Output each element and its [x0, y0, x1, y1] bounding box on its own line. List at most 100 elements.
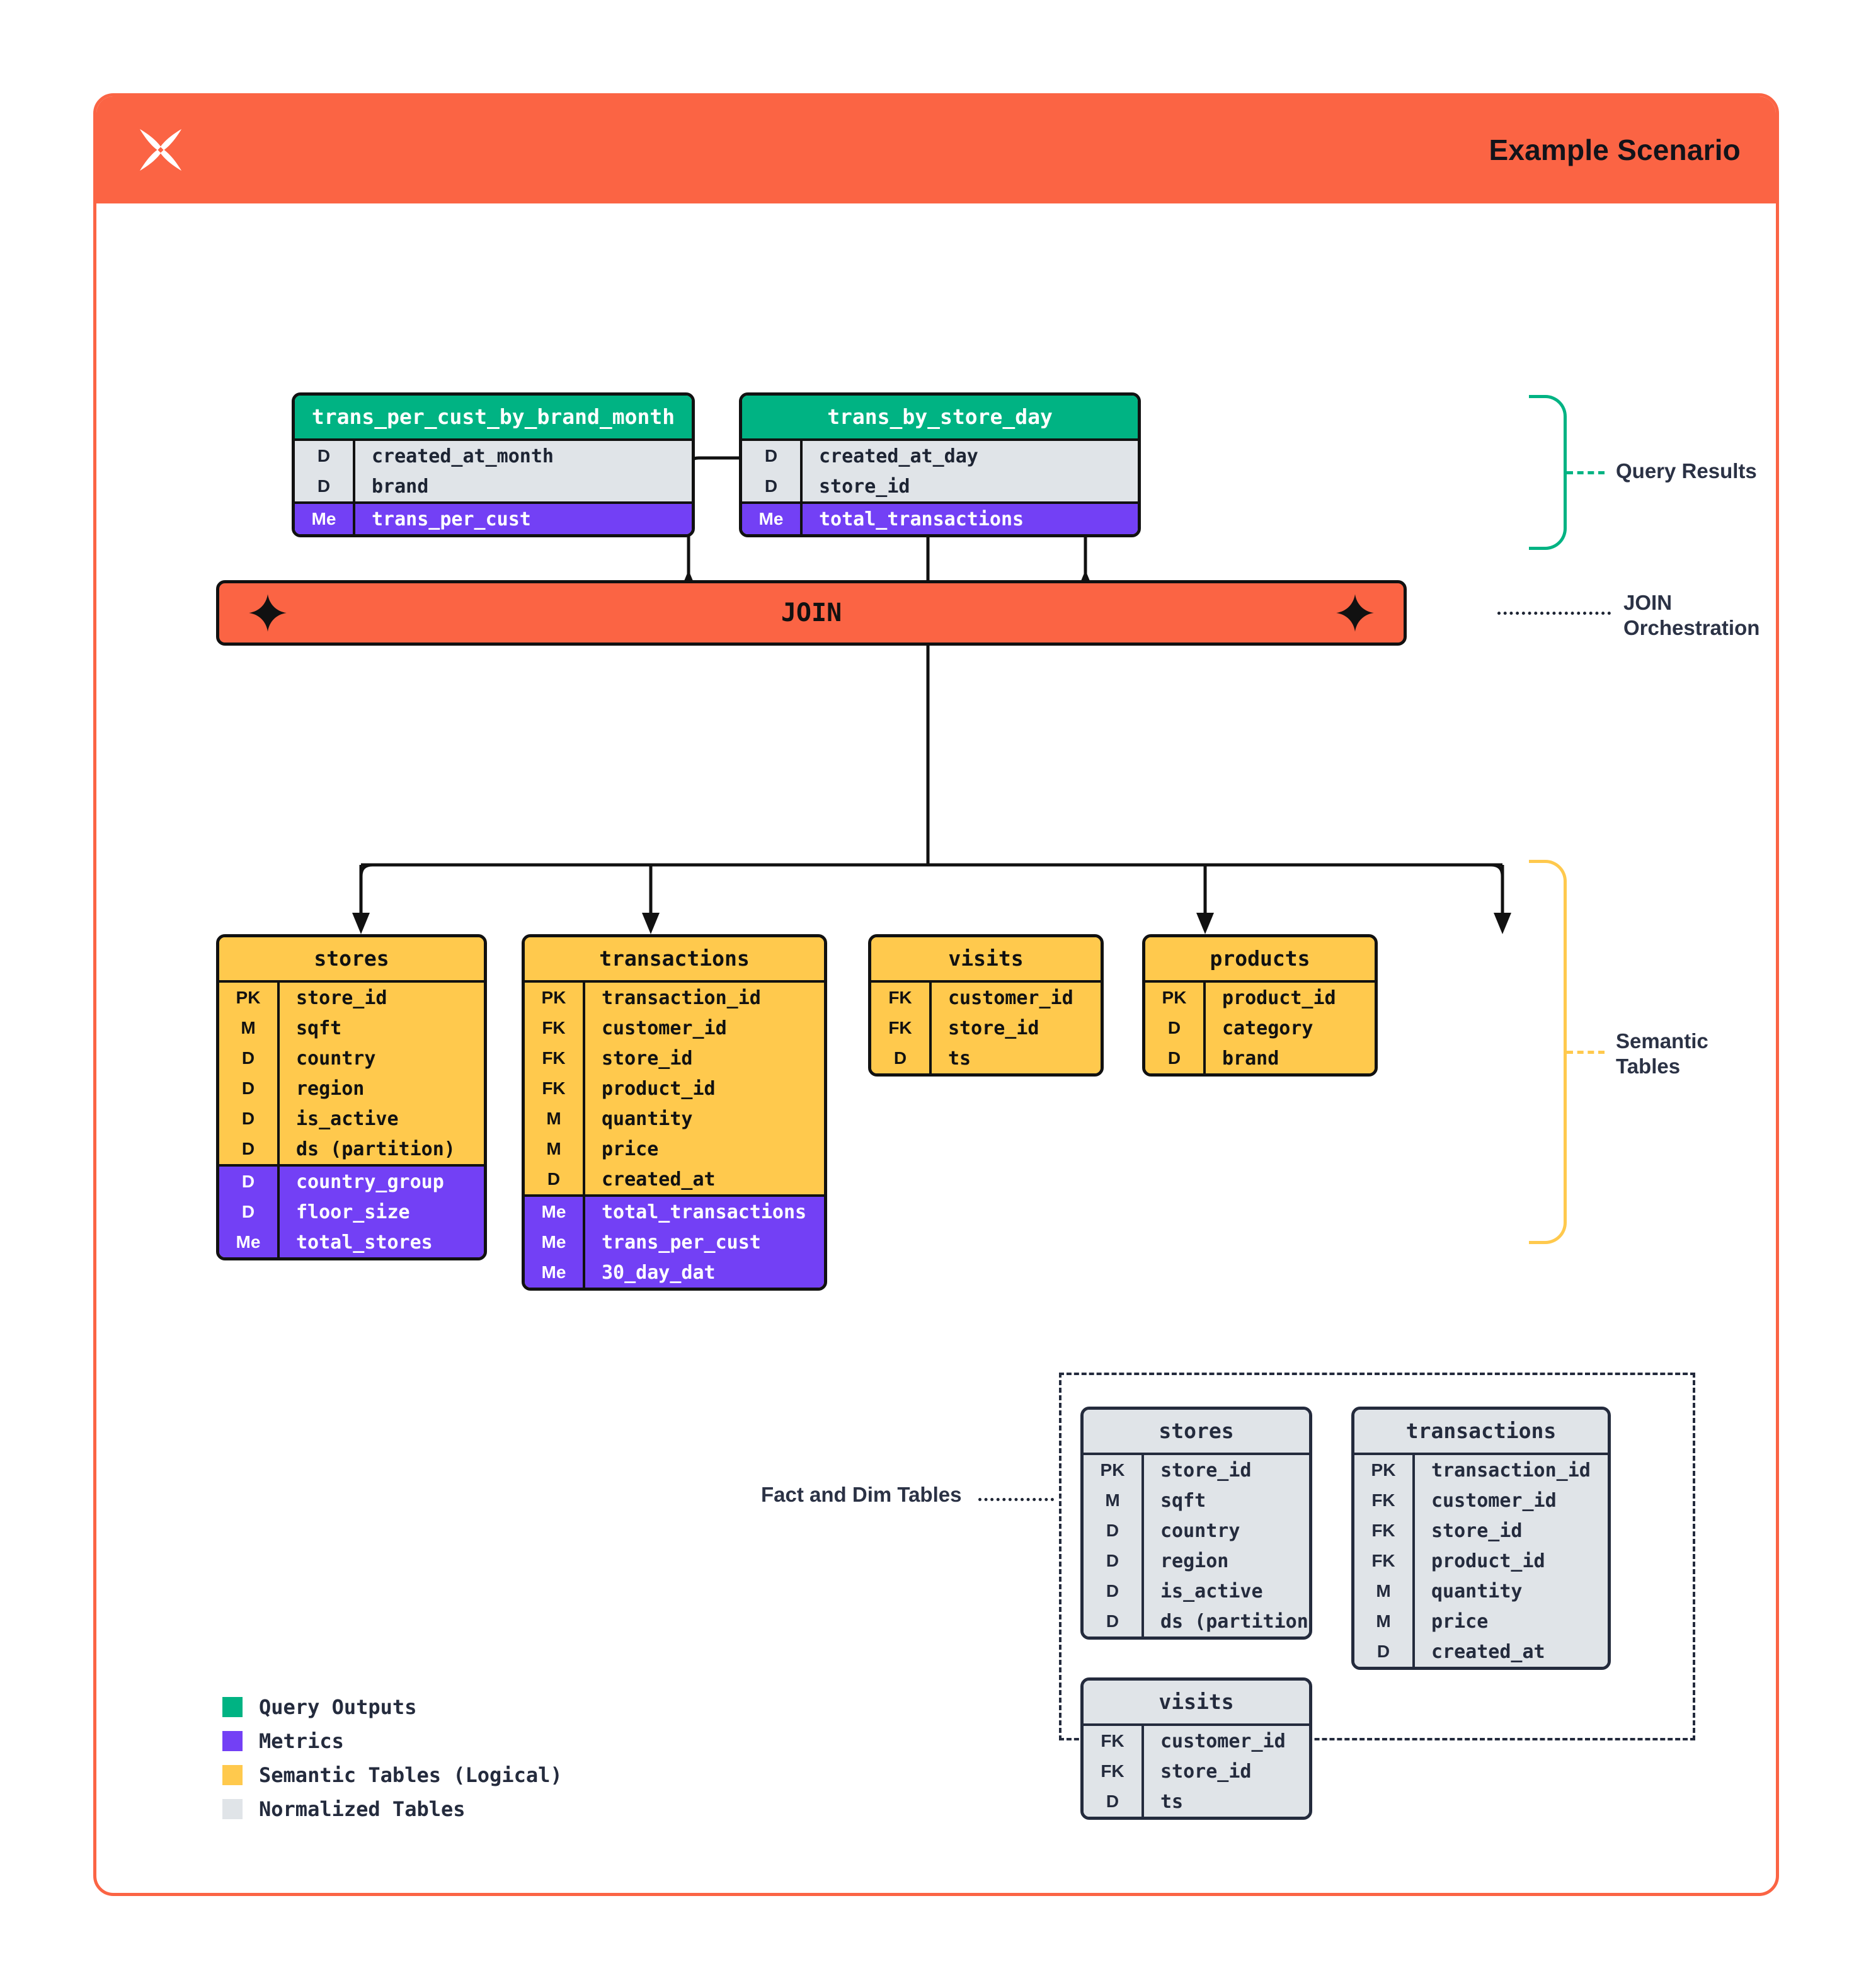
row-key: FK	[1101, 1731, 1124, 1751]
diagram-canvas: trans_per_cust_by_brand_month D created_…	[96, 203, 1776, 1893]
legend-item: Metrics	[222, 1724, 563, 1758]
column-divider	[1412, 1606, 1415, 1637]
column-divider	[1412, 1455, 1415, 1486]
table-title: stores	[219, 937, 484, 981]
row-key: FK	[542, 1078, 566, 1099]
row-key: D	[241, 1109, 255, 1129]
row-value: store_id	[602, 1047, 693, 1070]
column-divider	[583, 1197, 585, 1228]
row-key: PK	[1162, 988, 1187, 1008]
row-key: PK	[1100, 1460, 1125, 1480]
column-divider	[1412, 1546, 1415, 1577]
column-divider	[929, 1013, 932, 1044]
row-value: transaction_id	[1431, 1459, 1591, 1482]
table-row: Me total_stores	[219, 1227, 484, 1258]
row-key: D	[1106, 1581, 1119, 1601]
row-key: Me	[236, 1232, 261, 1252]
table-row: D store_id	[742, 471, 1138, 502]
legend-item: Normalized Tables	[222, 1792, 563, 1826]
table-title: visits	[871, 937, 1101, 981]
column-divider	[583, 1134, 585, 1165]
column-divider	[583, 983, 585, 1014]
column-divider	[583, 1104, 585, 1134]
row-value: store_id	[1431, 1519, 1523, 1542]
column-divider	[583, 1257, 585, 1288]
column-divider	[277, 1043, 280, 1074]
column-divider	[1412, 1485, 1415, 1516]
row-key: D	[317, 446, 331, 466]
row-value: brand	[372, 475, 429, 498]
legend-swatch-query-outputs	[222, 1697, 243, 1717]
semantic-tables-bracket	[1529, 860, 1567, 1244]
row-value: quantity	[1431, 1580, 1523, 1602]
semantic-tables-annotation: Semantic Tables	[1616, 1029, 1708, 1080]
legend-item: Semantic Tables (Logical)	[222, 1758, 563, 1792]
table-row: Me trans_per_cust	[295, 504, 692, 535]
table-title: trans_per_cust_by_brand_month	[295, 396, 692, 439]
metric-group: Me trans_per_cust	[295, 501, 692, 535]
semantic-annotation-line2: Tables	[1616, 1054, 1681, 1078]
row-value: store_id	[819, 475, 910, 498]
column-divider	[1412, 1576, 1415, 1607]
table-row: D created_at_day	[742, 441, 1138, 472]
column-divider	[1141, 1485, 1144, 1516]
row-key: FK	[1101, 1761, 1124, 1781]
row-value: ds (partition)	[296, 1138, 455, 1160]
row-value: created_at_day	[819, 445, 978, 467]
column-divider	[800, 441, 803, 472]
table-row: D created_at_month	[295, 441, 692, 472]
table-title: trans_by_store_day	[742, 396, 1138, 439]
column-divider	[1141, 1546, 1144, 1577]
row-value: created_at	[1431, 1640, 1545, 1663]
column-divider	[1203, 1013, 1206, 1044]
row-key: D	[547, 1169, 561, 1189]
column-divider	[929, 983, 932, 1014]
query-result-table[interactable]: trans_by_store_day D created_at_day D st…	[739, 392, 1141, 538]
row-value: total_transactions	[819, 508, 1024, 530]
join-annotation-line1: JOIN	[1623, 591, 1673, 614]
legend-label: Query Outputs	[259, 1695, 417, 1719]
row-value: region	[1160, 1550, 1229, 1572]
join-orchestration-bar[interactable]: JOIN	[216, 580, 1407, 646]
row-value: product_id	[602, 1077, 716, 1100]
legend-item: Query Outputs	[222, 1690, 563, 1724]
column-divider	[1141, 1756, 1144, 1787]
row-key: M	[546, 1109, 561, 1129]
sparkle-diamond-icon	[1336, 593, 1375, 632]
column-divider	[277, 1197, 280, 1228]
row-key: FK	[888, 1018, 912, 1038]
row-value: customer_id	[1160, 1730, 1286, 1752]
row-key: D	[241, 1078, 255, 1099]
row-key: FK	[542, 1048, 566, 1068]
row-value: total_stores	[296, 1231, 433, 1254]
row-value: customer_id	[948, 986, 1073, 1009]
legend: Query Outputs Metrics Semantic Tables (L…	[222, 1690, 563, 1826]
row-key: FK	[1371, 1551, 1395, 1571]
row-key: Me	[311, 509, 336, 529]
query-result-table[interactable]: trans_per_cust_by_brand_month D created_…	[292, 392, 695, 538]
